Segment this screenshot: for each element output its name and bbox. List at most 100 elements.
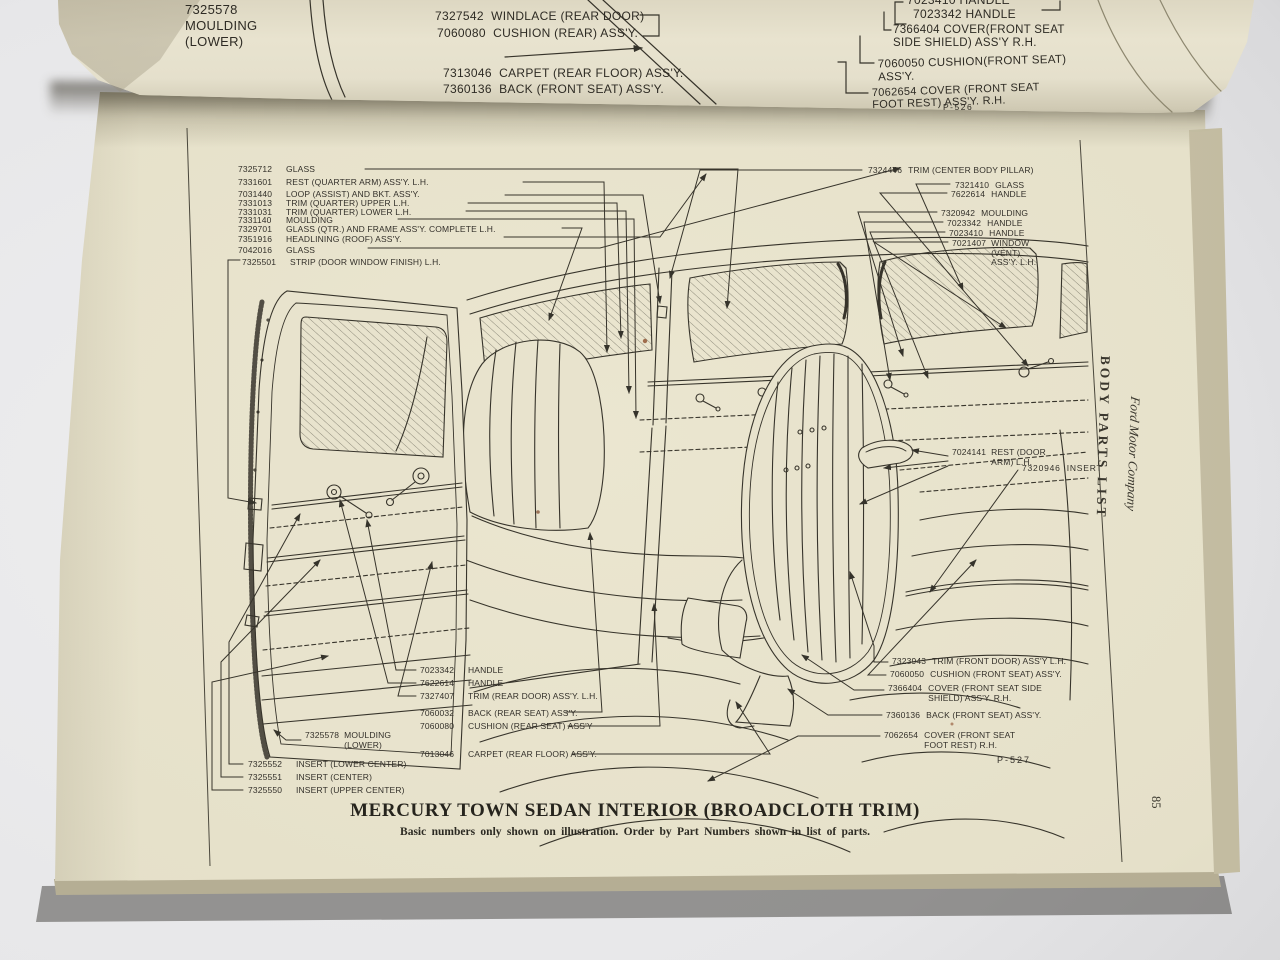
part-number: 7329701 — [238, 224, 273, 234]
part-number: 7023410 — [907, 0, 956, 7]
part-number: 7331140 — [238, 215, 272, 225]
part-label: CUSHION (REAR) ASS'Y. — [493, 26, 639, 40]
part-label: HANDLE — [468, 665, 504, 675]
part-number: 7324446 — [868, 165, 903, 175]
part-label: LOOP (ASSIST) AND BKT. ASS'Y. — [286, 189, 420, 199]
part-label: CARPET (REAR FLOOR) ASS'Y. — [468, 749, 597, 759]
part-label: TRIM (CENTER BODY PILLAR) — [908, 165, 1034, 175]
part-label: WINDOW (VENT) ASS'Y. L.H. — [991, 238, 1037, 267]
part-label: TRIM (QUARTER) LOWER L.H. — [286, 207, 412, 217]
part-row: 7329701 GLASS (QTR.) AND FRAME ASS'Y. COM… — [238, 224, 496, 235]
part-number: 7622614 — [420, 678, 455, 688]
part-number: 7062654 — [884, 730, 919, 740]
part-row: 7320946 INSERT — [1022, 463, 1103, 474]
part-label: INSERT — [1066, 463, 1103, 473]
part-row: 7351916 HEADLINING (ROOF) ASS'Y. — [238, 234, 402, 245]
part-number: 7042016 — [238, 245, 273, 255]
part-number: 7031440 — [238, 189, 273, 199]
part-number: 7060080 — [420, 721, 455, 731]
part-label: REST (QUARTER ARM) ASS'Y. L.H. — [286, 177, 429, 187]
part-label: HEADLINING (ROOF) ASS'Y. — [286, 234, 402, 244]
part-number: 7360136 — [443, 82, 492, 96]
part-number: 7325712 — [238, 164, 273, 174]
part-label: MOULDING — [286, 215, 334, 225]
part-label: HANDLE — [468, 678, 504, 688]
part-label: BACK (REAR SEAT) ASS'Y. — [468, 708, 578, 718]
page-number: 85 — [1149, 796, 1163, 809]
part-label: GLASS (QTR.) AND FRAME ASS'Y. COMPLETE L… — [286, 224, 496, 234]
part-label: STRIP (DOOR WINDOW FINISH) L.H. — [290, 257, 441, 267]
part-number: 7024141 — [952, 447, 987, 457]
part-row: 7060050 CUSHION(FRONT SEAT) ASS'Y. — [878, 53, 1074, 84]
part-row: 7327542 WINDLACE (REAR DOOR) — [435, 9, 644, 23]
part-number: 7060032 — [420, 708, 455, 718]
part-row: 7023342 HANDLE — [913, 7, 1016, 21]
part-label: MOULDING (LOWER) — [185, 18, 258, 49]
page-title: MERCURY TOWN SEDAN INTERIOR (BROADCLOTH … — [350, 800, 920, 821]
part-label: BACK (FRONT SEAT) ASS'Y. — [499, 82, 664, 96]
part-row: 7327407 TRIM (REAR DOOR) ASS'Y. L.H. — [420, 691, 598, 702]
part-number: 7313046 — [443, 66, 492, 80]
part-number: 7060050 — [877, 57, 925, 71]
part-number: 7351916 — [238, 234, 273, 244]
part-row: 7023342 HANDLE — [947, 218, 1023, 229]
part-number: 7320942 — [941, 208, 976, 218]
part-label: BACK (FRONT SEAT) ASS'Y. — [926, 710, 1042, 720]
part-number: 7325578 — [185, 2, 238, 17]
part-row: 7325550 INSERT (UPPER CENTER) — [248, 785, 405, 796]
part-label: HANDLE — [991, 189, 1027, 199]
part-row: 7325578 MOULDING (LOWER) — [185, 2, 277, 50]
part-number: 7327407 — [420, 691, 455, 701]
part-row: 7331140 MOULDING — [238, 215, 334, 226]
part-row: 7360136 BACK (FRONT SEAT) ASS'Y. — [443, 82, 664, 96]
part-number: 7023342 — [420, 665, 455, 675]
part-label: TRIM (FRONT DOOR) ASS'Y L.H. — [932, 656, 1067, 666]
part-row: 7060080 CUSHION (REAR SEAT) ASS'Y — [420, 721, 593, 732]
part-number: 7366404 — [893, 24, 940, 36]
part-label: CUSHION (REAR SEAT) ASS'Y — [468, 721, 593, 731]
part-row: 7324446 TRIM (CENTER BODY PILLAR) — [868, 165, 1034, 176]
part-number: 7325550 — [248, 785, 283, 795]
part-number: 7021407 — [952, 238, 987, 248]
part-row: 7366404 COVER (FRONT SEAT SIDE SHIELD) AS… — [888, 683, 1066, 703]
part-label: HANDLE — [965, 7, 1016, 21]
part-label: HANDLE — [987, 218, 1023, 228]
part-row: 7325712 GLASS — [238, 164, 316, 175]
part-number: 7023342 — [947, 218, 982, 228]
part-row: 7042016 GLASS — [238, 245, 316, 256]
part-number: 7331601 — [238, 177, 273, 187]
part-label: INSERT (CENTER) — [296, 772, 373, 782]
part-row: 7023342 HANDLE — [420, 665, 504, 676]
part-label: HANDLE — [959, 0, 1010, 7]
part-number: 7321410 — [955, 180, 990, 190]
part-label: WINDLACE (REAR DOOR) — [491, 9, 645, 23]
part-label: COVER (FRONT SEAT SIDE SHIELD) ASS'Y. R.… — [928, 683, 1042, 703]
part-label: TRIM (REAR DOOR) ASS'Y. L.H. — [468, 691, 598, 701]
part-row: 7331601 REST (QUARTER ARM) ASS'Y. L.H. — [238, 177, 429, 188]
part-label: GLASS — [286, 245, 316, 255]
part-label: GLASS — [286, 164, 316, 174]
part-number: 7060080 — [437, 26, 486, 40]
part-label: CARPET (REAR FLOOR) ASS'Y. — [499, 66, 684, 80]
part-number: 7622614 — [951, 189, 986, 199]
part-row: 7060080 CUSHION (REAR) ASS'Y. — [437, 26, 638, 40]
part-row: 7021407 WINDOW (VENT) ASS'Y. L.H. — [952, 238, 1048, 268]
part-number: 7366404 — [888, 683, 923, 693]
part-number: 7320946 — [1022, 463, 1061, 473]
part-label: INSERT (UPPER CENTER) — [296, 785, 405, 795]
part-number: 7325552 — [248, 759, 283, 769]
